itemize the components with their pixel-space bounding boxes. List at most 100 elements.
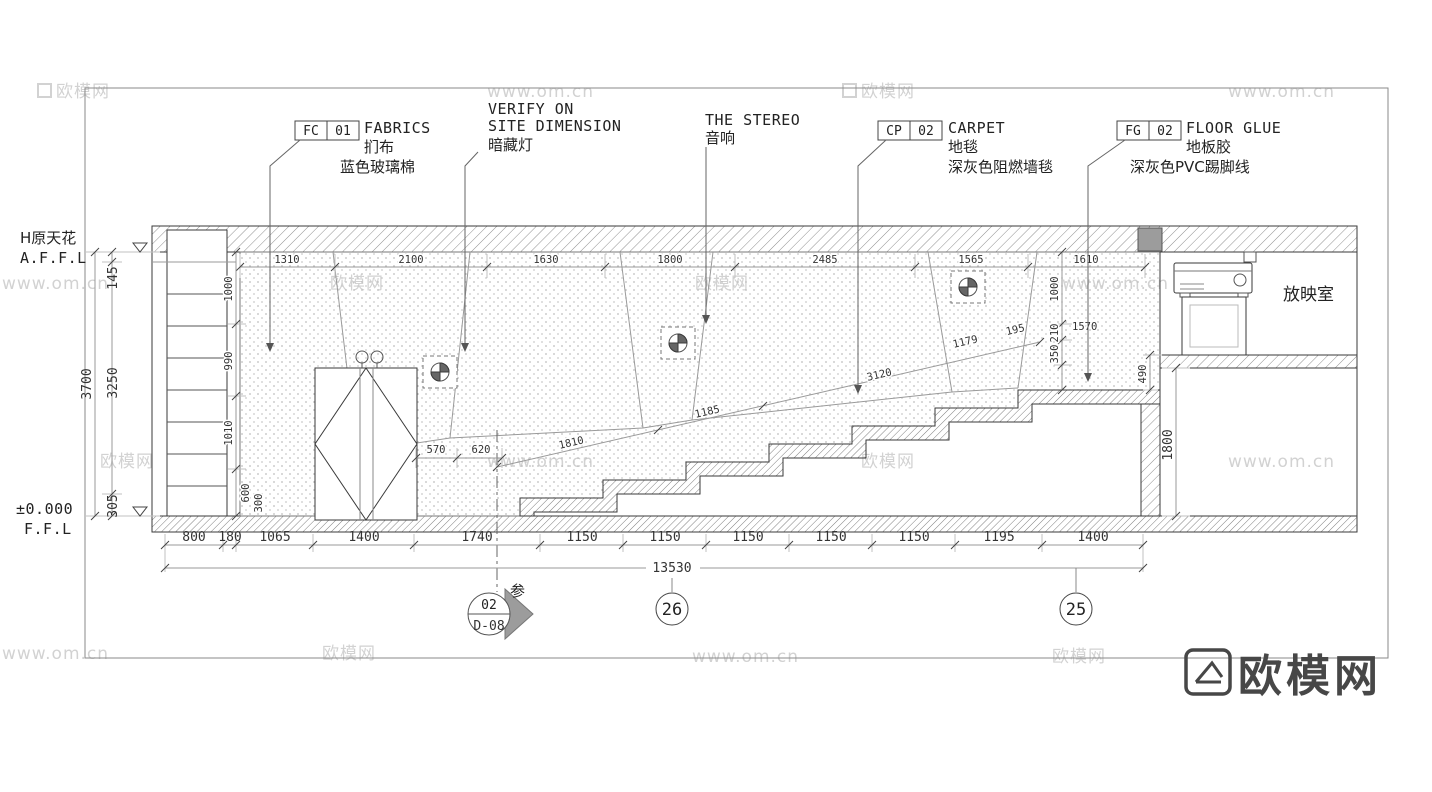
dim-text: 620 <box>472 444 491 456</box>
dim-line-slope <box>496 341 1041 468</box>
callout-spec: 深灰色PVC踢脚线 <box>1130 158 1250 176</box>
dim-text: 800 <box>182 530 205 545</box>
watermark-site: 欧模网 <box>100 452 154 472</box>
dim-text: 2100 <box>398 254 423 266</box>
site-logo: 欧模网 <box>1184 648 1382 702</box>
level-mark-icon <box>131 506 149 517</box>
callout-leader <box>1087 139 1126 376</box>
floor-level-abbrev: F.F.L <box>24 520 72 538</box>
level-labels: H原天花 A.F.F.L ±0.000 F.F.L <box>16 229 149 538</box>
ceiling-level-abbrev: A.F.F.L <box>20 249 87 267</box>
grid-bubble-number: 25 <box>1066 600 1086 620</box>
callout-fc: FC 01 FABRICS 扪布 蓝色玻璃棉 <box>266 119 431 352</box>
callout-title: FLOOR GLUE <box>1186 119 1281 137</box>
dim-text: 180 <box>218 530 241 545</box>
callout-stereo: THE STEREO 音响 <box>702 111 800 324</box>
dim-text: 300 <box>253 494 265 513</box>
leader-arrow-icon <box>266 343 274 352</box>
dim-text: 1400 <box>348 530 379 545</box>
dim-text: 1400 <box>1077 530 1108 545</box>
diamond-shape <box>314 367 418 521</box>
dim-text: 350 <box>1049 345 1061 364</box>
watermark-url: www.om.cn <box>1228 452 1335 472</box>
dim-text: 1800 <box>657 254 682 266</box>
grid-bubble <box>655 592 689 626</box>
dim-text: 145 <box>106 266 121 289</box>
callout-code: CP <box>886 124 902 139</box>
callout-cn: 扪布 <box>364 138 394 156</box>
grid-bubble <box>1059 592 1093 626</box>
logo-mark-icon <box>1194 660 1224 684</box>
floor-level-value: ±0.000 <box>16 500 73 518</box>
watermark-box-icon <box>37 83 52 98</box>
callout-number: 02 <box>918 124 934 139</box>
speaker-target-icon <box>660 326 696 360</box>
dim-text: 600 <box>240 484 252 503</box>
watermark-url: www.om.cn <box>487 82 594 102</box>
callout-spec: 蓝色玻璃棉 <box>340 158 415 176</box>
dim-ticks-bottom <box>160 540 1148 550</box>
logo-text: 欧模网 <box>1238 651 1382 702</box>
dim-text: 1000 <box>223 276 235 301</box>
callout-code: FC <box>303 124 319 139</box>
panel-knob-icon <box>370 350 384 364</box>
room-name-label: 放映室 <box>1283 285 1334 305</box>
detail-ref-number: 02 <box>481 598 497 613</box>
dim-text: 1150 <box>898 530 929 545</box>
left-shelf-unit <box>166 229 228 517</box>
dim-text: 1800 <box>1161 429 1176 460</box>
dim-text: 1810 <box>558 434 585 451</box>
callout-title: FABRICS <box>364 119 431 137</box>
callout-number: 01 <box>335 124 351 139</box>
dim-text: 3250 <box>106 367 121 398</box>
dim-text: 1065 <box>259 530 290 545</box>
wainscot-slope-line <box>356 387 1019 453</box>
dim-text: 1150 <box>815 530 846 545</box>
dim-text: 1010 <box>223 420 235 445</box>
grid-bubble-number: 26 <box>662 600 682 620</box>
dimension-layer: 1310 2100 1630 1800 2485 1565 1610 800 1… <box>80 247 1190 576</box>
dim-text: 1195 <box>983 530 1014 545</box>
leader-arrow-icon <box>702 315 710 324</box>
ceiling-level-label: H原天花 <box>20 229 76 247</box>
callout-number: 02 <box>1157 124 1173 139</box>
callout-code: FG <box>1125 124 1141 139</box>
dim-text: 1570 <box>1072 321 1097 333</box>
watermark-site: 欧模网 <box>56 82 110 102</box>
dim-text: 1150 <box>566 530 597 545</box>
dim-text: 1630 <box>533 254 558 266</box>
detail-ref-note: 参 <box>510 582 525 600</box>
dim-text: 1740 <box>461 530 492 545</box>
panel-knob-icon <box>355 350 369 364</box>
watermark-site: 欧模网 <box>1052 647 1106 667</box>
dim-ext-left <box>86 251 160 517</box>
watermark-url: www.om.cn <box>2 274 109 294</box>
dim-text: 1000 <box>1049 276 1061 301</box>
projector-stand <box>1181 296 1247 356</box>
dim-text: 570 <box>427 444 446 456</box>
dim-ticks-top <box>235 262 1150 272</box>
stair-side-wall <box>1140 403 1161 517</box>
elevation-drawing <box>151 225 1358 592</box>
dim-text: 1150 <box>649 530 680 545</box>
callout-fg: FG 02 FLOOR GLUE 地板胶 深灰色PVC踢脚线 <box>1084 119 1281 382</box>
dim-text: 1565 <box>958 254 983 266</box>
dim-text: 490 <box>1137 365 1149 384</box>
watermark-site: 欧模网 <box>861 82 915 102</box>
dim-text: 2485 <box>812 254 837 266</box>
dim-text: 3700 <box>80 368 95 399</box>
diamond-panel <box>314 350 418 521</box>
callout-cp: CP 02 CARPET 地毯 深灰色阻燃墙毯 <box>854 119 1053 394</box>
diamond-panel-frame <box>314 367 418 521</box>
watermark-url: www.om.cn <box>2 644 109 664</box>
marker-layer: 26 25 02 D-08 参 <box>467 568 1093 641</box>
leader-arrow-icon <box>854 385 862 394</box>
projector-lens <box>1233 273 1247 287</box>
projector <box>1173 251 1257 356</box>
ceiling-slab <box>151 225 1358 253</box>
projection-room-floor <box>1159 354 1358 369</box>
projector-mount <box>1243 251 1257 263</box>
detail-reference-marker: 02 D-08 参 <box>467 582 534 641</box>
dim-text: 990 <box>223 352 235 371</box>
